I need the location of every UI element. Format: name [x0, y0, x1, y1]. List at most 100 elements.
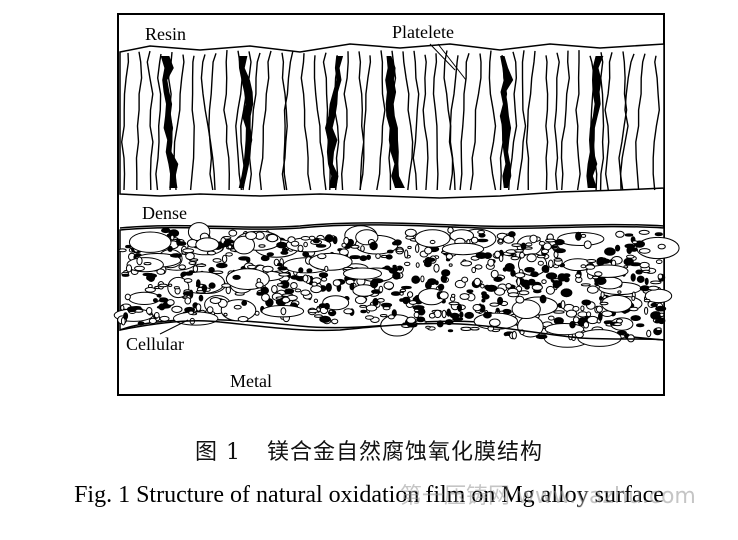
cell: [580, 264, 587, 269]
cell: [413, 311, 420, 318]
cell: [280, 307, 287, 316]
cell: [655, 259, 663, 265]
platelet-line: [619, 53, 635, 191]
cell: [125, 244, 132, 249]
cell: [307, 308, 319, 314]
label-resin: Resin: [145, 24, 186, 44]
platelet-line: [488, 50, 497, 191]
platelet-line: [358, 51, 365, 191]
cell: [585, 264, 596, 270]
cell: [192, 265, 199, 273]
cell: [515, 295, 525, 304]
cell: [420, 275, 425, 283]
cell: [146, 273, 158, 279]
cell: [255, 281, 264, 289]
cell: [152, 298, 158, 303]
cell: [182, 248, 195, 254]
cell: [302, 274, 309, 283]
cell: [125, 264, 133, 273]
cell: [477, 230, 486, 235]
cell: [404, 261, 411, 267]
cell: [277, 262, 283, 267]
cell: [657, 273, 663, 280]
cell: [166, 299, 175, 306]
cell: [168, 283, 173, 287]
cellular-cells: [113, 222, 680, 348]
cell: [564, 289, 571, 296]
cell: [290, 282, 298, 290]
cell: [459, 311, 464, 319]
cell: [538, 241, 546, 246]
cell: [473, 277, 481, 287]
platelet-line: [146, 50, 154, 191]
cell: [441, 242, 485, 256]
cell: [471, 266, 477, 274]
cell: [615, 244, 621, 252]
cell: [497, 296, 504, 306]
cell: [655, 305, 667, 312]
platelet-line: [283, 50, 294, 191]
cell: [233, 304, 242, 310]
cell: [390, 291, 401, 296]
cell: [489, 318, 501, 327]
cell: [365, 315, 374, 320]
cell: [177, 241, 187, 246]
platelet-line: [635, 53, 646, 191]
platelet-line: [359, 55, 372, 191]
platelet-line: [599, 52, 605, 191]
cell: [624, 233, 634, 237]
cell: [324, 265, 329, 272]
cell: [300, 236, 311, 241]
platelet-line: [604, 52, 613, 191]
platelet-line: [223, 49, 231, 191]
dense-layer-boundary: [119, 222, 665, 229]
cell: [196, 279, 201, 288]
cell: [277, 266, 288, 271]
cell: [424, 257, 436, 263]
cell: [328, 309, 334, 313]
cell: [553, 310, 565, 314]
cell: [447, 329, 454, 333]
cell: [529, 234, 538, 244]
cell: [128, 231, 172, 253]
cell: [406, 316, 417, 324]
platelet-line: [422, 54, 429, 191]
platelet-line: [443, 50, 454, 191]
cell: [527, 278, 536, 286]
platelet-line: [200, 54, 216, 191]
cell: [300, 289, 311, 296]
cell: [541, 264, 550, 273]
cell: [318, 303, 327, 309]
cell: [209, 297, 222, 304]
caption-figure-number: 图 1: [194, 440, 241, 465]
cell: [553, 258, 563, 262]
cell: [524, 285, 530, 290]
cell: [466, 289, 474, 294]
cell: [581, 299, 592, 306]
platelet-line: [516, 50, 527, 191]
cell: [178, 264, 186, 270]
cell: [144, 287, 156, 293]
cell: [638, 229, 650, 235]
cell: [480, 283, 485, 289]
cell: [536, 254, 546, 259]
cell: [331, 318, 339, 325]
cell: [643, 298, 651, 303]
cell: [397, 265, 403, 271]
cell: [476, 238, 489, 243]
cell: [448, 263, 453, 267]
cell: [530, 271, 539, 278]
cell: [460, 326, 472, 331]
cell: [631, 240, 638, 245]
cell: [594, 276, 607, 285]
cell: [448, 301, 460, 306]
cell: [183, 278, 193, 283]
cell: [221, 254, 228, 263]
cell: [118, 248, 127, 253]
cell: [516, 277, 522, 287]
cell: [470, 326, 480, 331]
cell: [360, 309, 367, 314]
cell: [504, 263, 515, 272]
cell: [638, 248, 651, 254]
cell: [615, 230, 625, 238]
